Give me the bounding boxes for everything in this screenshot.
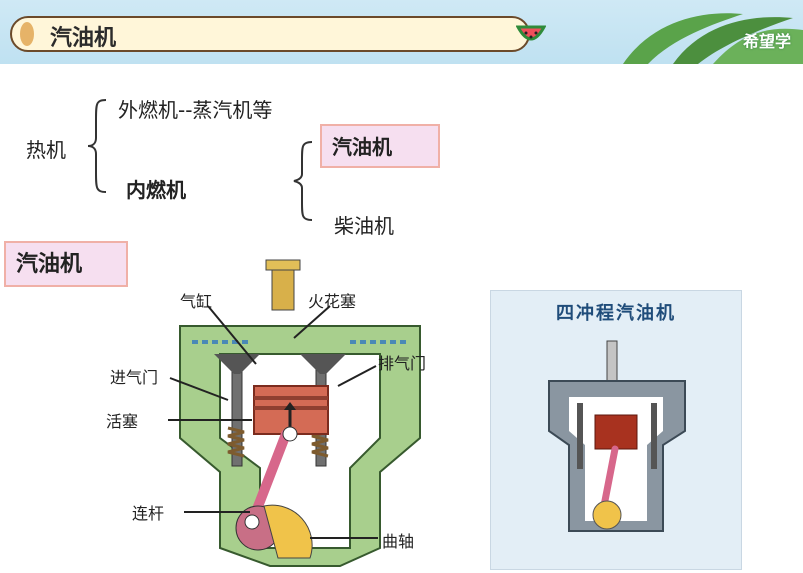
- four-stroke-title: 四冲程汽油机: [556, 303, 676, 324]
- engine-diagram-left: 气缸 火花塞 进气门 排气门 活塞 连杆 曲轴: [106, 258, 470, 568]
- title-bar-cap: [20, 22, 34, 46]
- brand-logo-text: 希望学: [742, 32, 791, 51]
- crankshaft-label: 曲轴: [382, 532, 415, 551]
- cylinder-label: 气缸: [180, 292, 213, 311]
- intake-valve-label: 进气门: [110, 368, 159, 387]
- root-label: 热机: [26, 138, 66, 162]
- exhaust-valve-label: 排气门: [378, 354, 427, 373]
- engine-cross-section: [179, 259, 421, 567]
- connecting-rod-label: 连杆: [132, 504, 165, 523]
- title-bar: 汽油机: [10, 16, 546, 52]
- callout-lines: [168, 305, 378, 539]
- left-brace-icon: [87, 99, 107, 193]
- palm-leaves-icon: [623, 13, 803, 64]
- right-brace-icon: [293, 141, 313, 221]
- piston-label: 活塞: [106, 412, 139, 431]
- spark-plug-label: 火花塞: [308, 292, 357, 311]
- gasoline-engine-box: 汽油机: [320, 124, 440, 168]
- four-stroke-diagram: 四冲程汽油机: [490, 290, 742, 570]
- diesel-engine-label: 柴油机: [334, 214, 394, 238]
- page-title: 汽油机: [50, 26, 117, 51]
- header-banner: 汽油机 希望学: [0, 0, 803, 64]
- watermelon-icon: [516, 25, 546, 41]
- four-stroke-illustration: [548, 340, 686, 532]
- branch-bottom-label: 内燃机: [126, 178, 186, 202]
- branch-top-label: 外燃机--蒸汽机等: [118, 98, 273, 122]
- section-heading: 汽油机: [4, 241, 128, 287]
